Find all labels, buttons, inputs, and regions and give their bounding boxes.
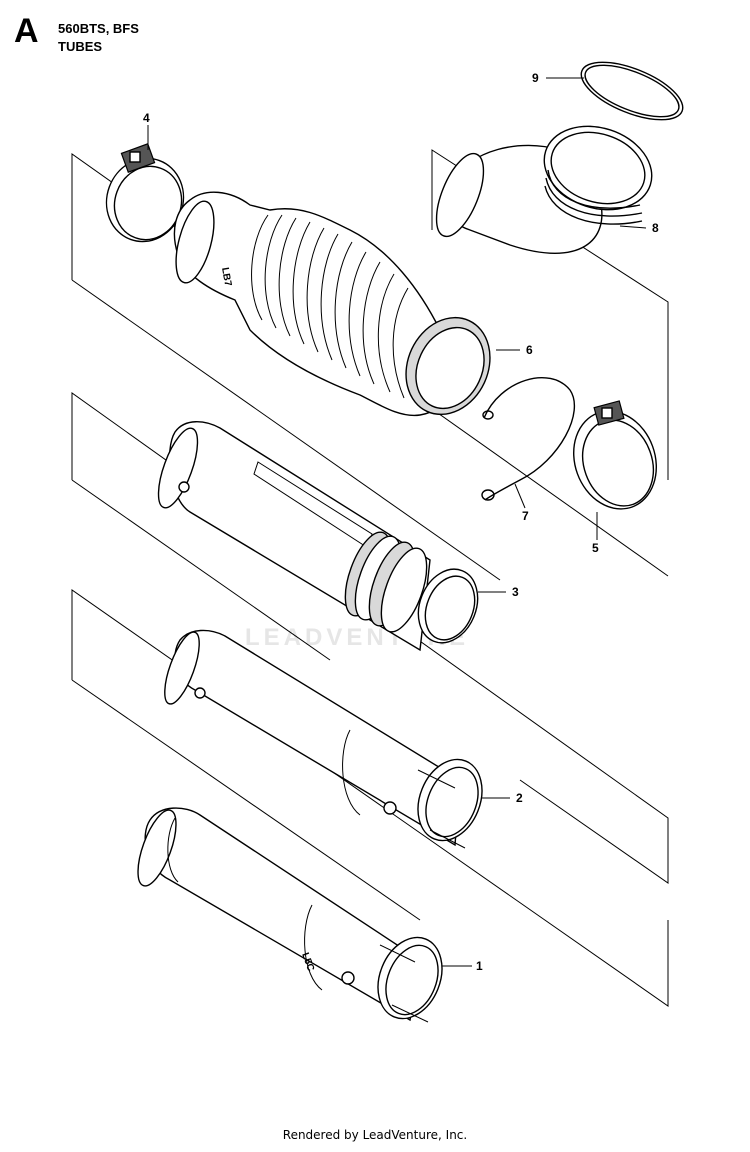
bellows-marking: LB7 <box>219 267 233 288</box>
diagram-title: TUBES <box>58 39 103 54</box>
tube3-rings <box>344 531 428 633</box>
part-1-nozzle[interactable]: L5C <box>130 806 453 1029</box>
part-3-tube[interactable] <box>150 421 488 652</box>
callout-5[interactable]: 5 <box>592 541 599 555</box>
callout-3[interactable]: 3 <box>512 585 519 599</box>
part-7-wire-strap[interactable] <box>481 377 575 501</box>
part-8-elbow[interactable] <box>427 113 663 254</box>
bellows-ribs <box>251 214 409 399</box>
panel-tube2-frame <box>71 589 669 1007</box>
part-2-tube[interactable] <box>158 628 494 850</box>
callout-4[interactable]: 4 <box>143 111 150 125</box>
model-title: 560BTS, BFS <box>58 21 139 36</box>
panel-top-frame <box>71 153 669 577</box>
part-4-clamp[interactable] <box>95 143 195 253</box>
callout-9[interactable]: 9 <box>532 71 539 85</box>
panel-tube3-frame <box>71 392 669 884</box>
panel-frames <box>71 149 669 1007</box>
callouts: 9 8 4 6 7 5 3 2 1 <box>143 71 659 973</box>
callout-2[interactable]: 2 <box>516 791 523 805</box>
callout-7[interactable]: 7 <box>522 509 529 523</box>
callout-1[interactable]: 1 <box>476 959 483 973</box>
leader-lines <box>147 77 647 967</box>
callout-8[interactable]: 8 <box>652 221 659 235</box>
part-6-bellows-hose[interactable]: LB7 <box>169 191 506 428</box>
callout-6[interactable]: 6 <box>526 343 533 357</box>
section-letter: A <box>14 12 39 50</box>
footer-credit: Rendered by LeadVenture, Inc. <box>282 1128 468 1142</box>
part-5-clamp[interactable] <box>560 399 669 520</box>
part-9-oring[interactable] <box>574 50 691 131</box>
